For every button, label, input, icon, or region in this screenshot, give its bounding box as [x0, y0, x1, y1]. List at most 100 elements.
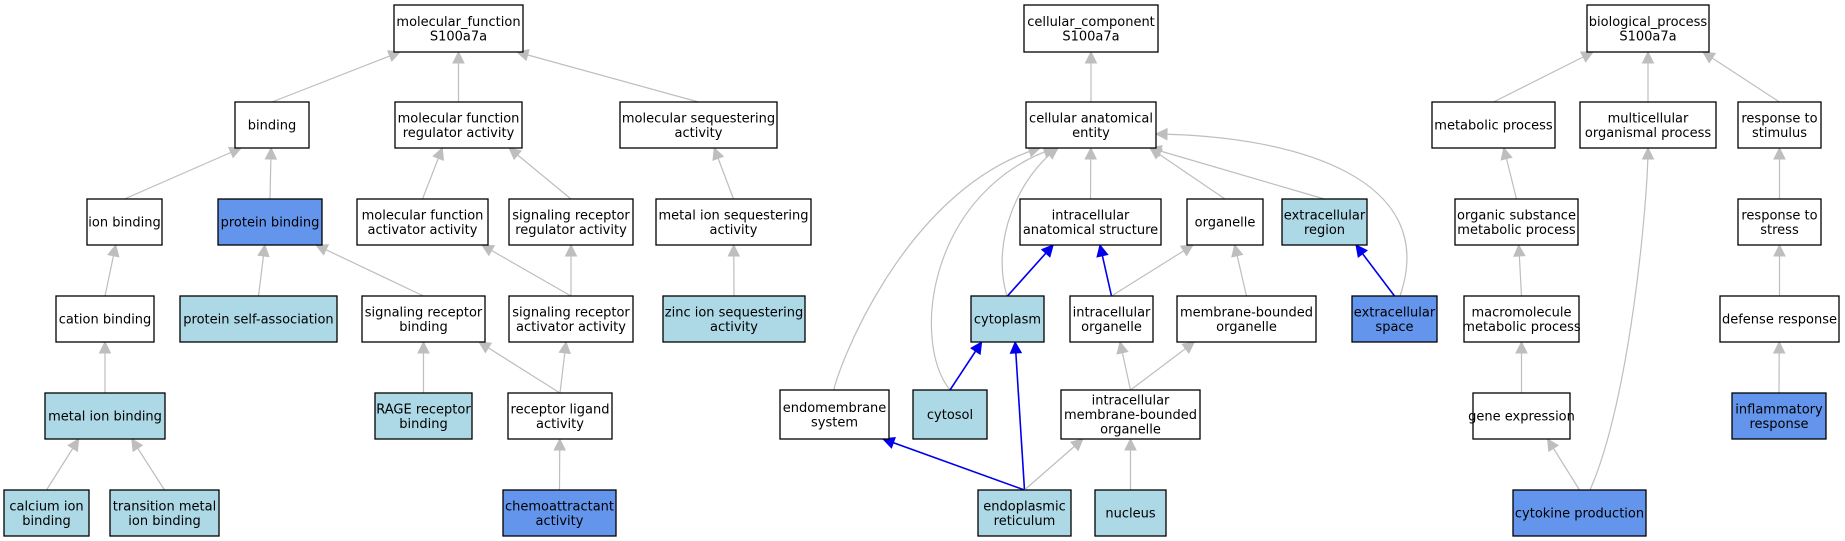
node-label-line: response	[1749, 417, 1808, 432]
edge-arrowhead	[1179, 244, 1194, 257]
edge-arrowhead	[67, 438, 80, 453]
go-term-node-cation-binding[interactable]: cation binding	[55, 295, 155, 343]
node-box	[1719, 295, 1840, 343]
edge-rage-to-sig_rec_binding	[417, 340, 430, 393]
go-term-node-defense[interactable]: defense response	[1719, 295, 1840, 343]
go-term-node-metab[interactable]: metabolic process	[1431, 101, 1556, 149]
node-label-line: metal ion binding	[48, 410, 162, 425]
edge-arrowhead	[452, 50, 465, 64]
edge-multi-to-bp_root	[1641, 50, 1655, 102]
node-label-line: endoplasmic	[983, 499, 1065, 514]
node-box	[394, 101, 523, 149]
node-label-line: activity	[675, 126, 723, 141]
node-label-line: activity	[710, 223, 758, 238]
node-label-line: activity	[710, 320, 758, 335]
node-box	[361, 295, 486, 343]
node-box	[977, 489, 1072, 537]
go-term-node-protein-binding[interactable]: protein binding	[217, 198, 323, 246]
edge-cytoplasm-to-ias	[1006, 244, 1054, 297]
node-box	[502, 489, 617, 537]
edge-ias-to-cae	[1084, 146, 1098, 200]
go-term-node-gene-expr[interactable]: gene expression	[1468, 392, 1575, 440]
node-box	[1454, 198, 1579, 246]
edge-cation_binding-to-ion_binding	[104, 243, 120, 297]
node-box	[374, 392, 473, 440]
node-box	[1186, 198, 1264, 246]
edge-ion_binding-to-binding	[124, 146, 243, 200]
edge-mol_seq-to-mf_root	[515, 48, 699, 103]
edge-er-to-imbo	[1024, 438, 1084, 491]
edge-line	[882, 438, 1025, 491]
node-box	[1351, 295, 1438, 343]
go-term-node-binding[interactable]: binding	[234, 101, 310, 149]
edge-cytosol-to-cae	[930, 145, 1057, 391]
edge-arrowhead	[1116, 340, 1129, 355]
node-label-line: anatomical structure	[1023, 223, 1158, 238]
go-term-node-organelle[interactable]: organelle	[1186, 198, 1264, 246]
node-box	[970, 295, 1045, 343]
go-term-node-prot-self[interactable]: protein self-association	[179, 295, 338, 343]
edge-arrowhead	[478, 341, 493, 354]
go-term-node-cytosol[interactable]: cytosol	[912, 389, 988, 440]
node-label-line: binding	[22, 514, 70, 529]
node-box	[1176, 295, 1317, 343]
go-term-node-ion-binding[interactable]: ion binding	[86, 198, 163, 246]
node-box	[55, 295, 155, 343]
node-label-line: transition metal	[113, 499, 216, 514]
go-term-node-nucleus[interactable]: nucleus	[1094, 489, 1167, 537]
node-label-line: signaling receptor	[512, 208, 630, 223]
node-box	[779, 389, 890, 440]
edge-line	[930, 147, 1056, 391]
go-term-node-cytokine[interactable]: cytokine production	[1512, 489, 1647, 537]
node-label-line: intracellular	[1052, 208, 1130, 223]
edge-arrowhead	[1500, 146, 1513, 161]
node-box	[1737, 198, 1822, 246]
edge-arrowhead	[1069, 438, 1084, 452]
edge-nucleus-to-imbo	[1124, 437, 1137, 490]
node-label-line: cellular_component	[1027, 15, 1155, 30]
edge-line	[1589, 147, 1649, 491]
edge-metal_seq-to-mol_seq	[712, 146, 735, 200]
node-label-line: intracellular	[1092, 394, 1170, 409]
go-term-node-cytoplasm[interactable]: cytoplasm	[970, 295, 1045, 343]
edge-arrowhead	[1084, 50, 1098, 64]
go-term-node-metal-binding[interactable]: metal ion binding	[44, 392, 166, 440]
node-label-line: organelle	[1195, 216, 1256, 231]
node-box	[507, 392, 613, 440]
node-label-line: regulator activity	[515, 223, 627, 238]
edge-metal_binding-to-cation_binding	[98, 340, 112, 393]
edge-arrowhead	[1040, 244, 1054, 258]
edge-resp_stress-to-resp_stim	[1773, 146, 1786, 199]
